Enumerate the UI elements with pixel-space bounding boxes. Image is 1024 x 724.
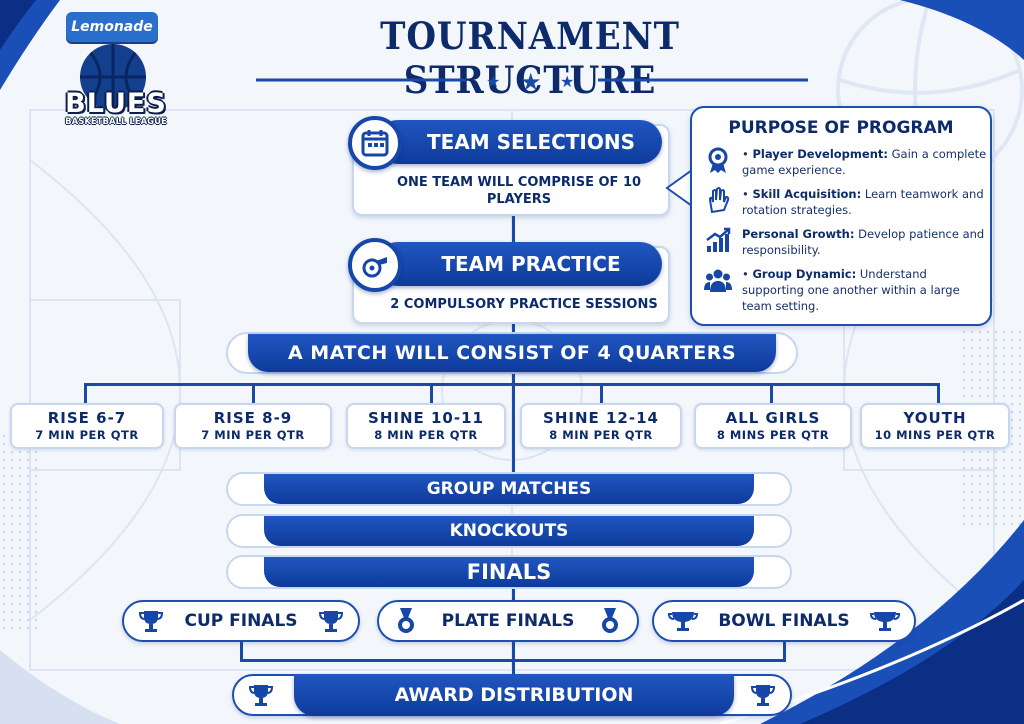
purpose-item-head: Skill Acquisition:	[752, 187, 862, 201]
purpose-bullet: •	[742, 187, 753, 201]
calendar-icon	[348, 116, 402, 170]
purpose-title: PURPOSE OF PROGRAM	[728, 118, 954, 138]
category-name: ALL GIRLS	[725, 409, 821, 427]
svg-text:★: ★	[560, 72, 574, 91]
team-practice-detail: 2 COMPULSORY PRACTICE SESSIONS	[390, 297, 658, 312]
title-divider: ★ ★ ★	[256, 68, 808, 94]
purpose-item: • Skill Acquisition: Learn teamwork and …	[704, 186, 986, 220]
plate-finals-card: PLATE FINALS	[377, 600, 639, 642]
purpose-item: • Group Dynamic: Understand supporting o…	[704, 266, 986, 318]
category-card: RISE 8-9 7 MIN PER QTR	[174, 403, 332, 449]
category-name: RISE 8-9	[213, 409, 293, 427]
purpose-item-text: Gain a complete game experience.	[742, 147, 987, 177]
purpose-item-head: Personal Growth:	[742, 227, 855, 241]
trophy-icon	[248, 685, 274, 706]
purpose-pointer	[665, 169, 693, 207]
category-time: 10 MINS PER QTR	[874, 428, 996, 442]
category-card: YOUTH 10 MINS PER QTR	[860, 403, 1010, 449]
award-ribbon-icon	[708, 147, 728, 173]
group-matches-label: GROUP MATCHES	[264, 474, 754, 504]
connector-line	[512, 320, 515, 336]
league-logo: Lemonade BLUES BASKETBALL LEAGUE	[58, 2, 228, 144]
connector-line	[770, 383, 773, 405]
league-subtitle: BASKETBALL LEAGUE	[65, 117, 167, 127]
purpose-item: • Player Development: Gain a complete ga…	[704, 146, 986, 180]
connector-line	[84, 383, 87, 405]
bowl-finals-label: BOWL FINALS	[718, 611, 850, 631]
finals-connector	[240, 659, 786, 662]
group-matches-stage: GROUP MATCHES	[226, 472, 792, 506]
category-time: 8 MIN PER QTR	[374, 428, 478, 442]
basketball-icon	[80, 44, 146, 110]
connector-line	[600, 383, 603, 405]
cup-finals-label: CUP FINALS	[184, 611, 298, 631]
category-time: 8 MIN PER QTR	[549, 428, 653, 442]
connector-line	[783, 642, 786, 662]
category-time: 7 MIN PER QTR	[35, 428, 139, 442]
connector-line	[512, 212, 515, 246]
category-card: RISE 6-7 7 MIN PER QTR	[10, 403, 164, 449]
finals-stage: FINALS	[226, 555, 792, 589]
connector-line	[430, 383, 433, 405]
sponsor-logo: Lemonade	[66, 12, 158, 42]
category-name: RISE 6-7	[47, 409, 127, 427]
purpose-item-text: Understand supporting one another within…	[742, 267, 960, 313]
trophy-icon	[668, 612, 698, 631]
team-selections-detail: ONE TEAM WILL COMPRISE OF 10 PLAYERS	[396, 175, 642, 207]
category-connector	[84, 383, 940, 386]
connector-line	[937, 383, 940, 405]
category-name: YOUTH	[903, 409, 967, 427]
cup-finals-card: CUP FINALS	[122, 600, 360, 642]
category-card: ALL GIRLS 8 MINS PER QTR	[694, 403, 852, 449]
purpose-item: Personal Growth: Develop patience and re…	[704, 226, 986, 260]
connector-line	[512, 372, 515, 472]
hand-icon	[708, 187, 730, 214]
purpose-bullet: •	[742, 267, 753, 281]
connector-line	[240, 642, 243, 662]
group-icon	[704, 269, 732, 292]
medal-icon	[602, 608, 618, 633]
medal-icon	[398, 608, 414, 633]
category-card: SHINE 10-11 8 MIN PER QTR	[346, 403, 506, 449]
purpose-item-text: Learn teamwork and rotation strategies.	[742, 187, 984, 217]
finals-label: FINALS	[264, 557, 754, 587]
category-time: 8 MINS PER QTR	[716, 428, 830, 442]
svg-text:★: ★	[486, 72, 500, 91]
trophy-icon	[138, 611, 164, 632]
trophy-icon	[750, 685, 776, 706]
award-distribution-label: AWARD DISTRIBUTION	[294, 674, 734, 716]
svg-text:★: ★	[520, 68, 542, 94]
team-selections-header: TEAM SELECTIONS	[376, 120, 662, 164]
trophy-icon	[870, 612, 900, 631]
knockouts-stage: KNOCKOUTS	[226, 514, 792, 548]
purpose-item-text: Develop patience and responsibility.	[742, 227, 985, 257]
knockouts-label: KNOCKOUTS	[264, 516, 754, 546]
connector-line	[252, 383, 255, 405]
growth-chart-icon	[706, 227, 731, 252]
plate-finals-label: PLATE FINALS	[441, 611, 575, 631]
whistle-icon	[348, 238, 402, 292]
purpose-bullet: •	[742, 147, 753, 161]
bowl-finals-card: BOWL FINALS	[652, 600, 916, 642]
category-time: 7 MIN PER QTR	[201, 428, 305, 442]
league-name: BLUES	[65, 88, 167, 119]
category-name: SHINE 12-14	[543, 409, 659, 427]
purpose-of-program-box: PURPOSE OF PROGRAM • Player Development:…	[690, 106, 992, 326]
category-card: SHINE 12-14 8 MIN PER QTR	[520, 403, 682, 449]
team-practice-header: TEAM PRACTICE	[376, 242, 662, 286]
purpose-item-head: Player Development:	[752, 147, 888, 161]
match-banner: A MATCH WILL CONSIST OF 4 QUARTERS	[248, 334, 776, 372]
purpose-item-head: Group Dynamic:	[752, 267, 857, 281]
award-distribution-card: AWARD DISTRIBUTION	[232, 674, 792, 716]
trophy-icon	[318, 611, 344, 632]
category-name: SHINE 10-11	[368, 409, 484, 427]
